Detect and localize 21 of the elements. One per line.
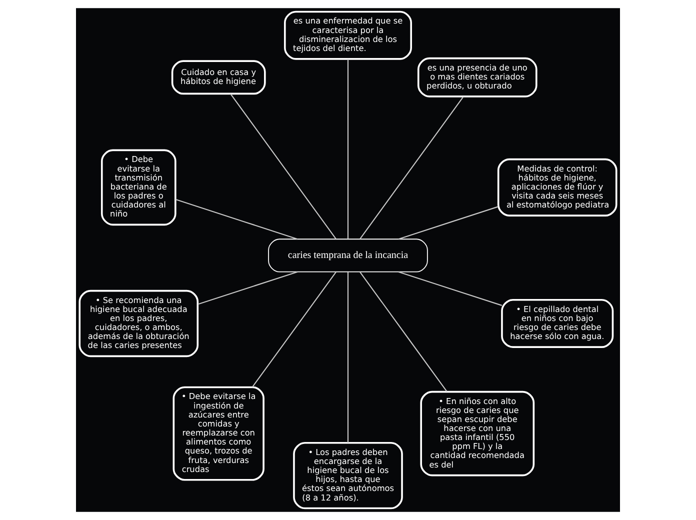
node-box: Cuidado en casa y hábitos de higiene — [171, 60, 266, 95]
node-box: • Debe evitarse la ingestión de azúcares entre comidas y reemplazarse con alimentos como queso, trozos de fruta, verduras crudas — [172, 386, 264, 481]
connector — [347, 59, 349, 239]
connector — [398, 206, 498, 240]
node-box: • Los padres deben encargarse de la higiene bucal de los hijos, hasta que éstos sean autónomos (8 a 12 años). — [293, 442, 403, 510]
connector — [398, 271, 502, 306]
node-box: caries temprana de la incancia — [268, 238, 428, 272]
connector — [252, 272, 336, 388]
node-box: es una enfermedad que se caracterisa por la dismineralizacion de los tejidos del diente. — [284, 10, 412, 60]
connector — [230, 93, 336, 240]
connector — [198, 271, 298, 305]
node-box: Medidas de control: hábitos de higiene, aplicaciones de flúor y visita cada seis meses al estomatólogo pediatra — [497, 158, 618, 216]
node-box: es una presencia de uno o mas dientes cariados perdidos, u obturado — [417, 57, 538, 98]
node-box: • Debe evitarse la transmisión bacteriana de los padres o cuidadores al niño — [100, 149, 176, 226]
node-box: • Se recomienda una higiene bucal adecuada en los padres, cuidadores, o ambos, además de la obturación de las caries presentes — [78, 290, 199, 358]
connector — [347, 272, 349, 443]
connector — [360, 272, 448, 392]
connector — [175, 198, 298, 240]
node-box: • En niños con alto riesgo de caries que sepan escupir debe hacerse con una pasta infantil (550 ppm FL) y la cantidad recomendada es del — [420, 390, 535, 476]
connector — [360, 96, 464, 240]
node-box: • El cepillado dental en niños con bajo riesgo de caries debe hacerse sólo con agua. — [501, 298, 614, 348]
